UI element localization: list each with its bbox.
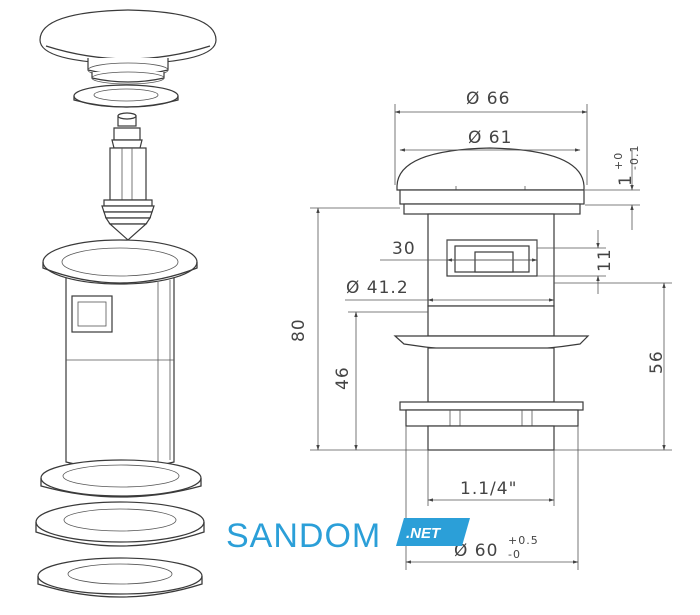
dim-tolerance-top-sub: -0.1 xyxy=(628,145,641,170)
section-view xyxy=(393,147,590,451)
seal-part xyxy=(35,501,205,547)
exploded-view xyxy=(35,9,217,598)
spindle-part xyxy=(101,112,155,241)
dim-height-46: 46 xyxy=(333,366,353,390)
watermark-suffix: .NET xyxy=(406,525,442,542)
dim-width-30: 30 xyxy=(392,239,416,259)
cap-part xyxy=(39,9,217,85)
watermark-badge xyxy=(396,518,470,546)
nut-part xyxy=(40,459,202,498)
dim-diameter-41: Ø 41.2 xyxy=(346,278,409,298)
dimension-lines xyxy=(310,104,672,570)
body-part xyxy=(42,239,198,470)
dimension-labels: Ø 66 Ø 61 1 +0 -0.1 30 Ø 41.2 11 80 46 5… xyxy=(289,89,667,561)
dim-height-56: 56 xyxy=(647,350,667,374)
dim-height-80: 80 xyxy=(289,318,309,342)
dim-diameter-61: Ø 61 xyxy=(468,128,512,148)
watermark-logo: SANDOM .NET xyxy=(226,517,470,555)
dim-diameter-60-sup: +0.5 xyxy=(508,534,539,547)
dim-tolerance-top-sup: +0 xyxy=(612,152,625,170)
dim-diameter-66: Ø 66 xyxy=(466,89,510,109)
washer-part xyxy=(73,84,179,108)
dim-tolerance-top: 1 xyxy=(616,174,636,186)
dim-height-11: 11 xyxy=(595,248,615,272)
bottom-ring-part xyxy=(37,557,203,598)
watermark-brand: SANDOM xyxy=(226,517,381,555)
dim-thread-size: 1.1/4" xyxy=(460,479,517,499)
dim-diameter-60-sub: -0 xyxy=(508,548,521,561)
dim-diameter-60: Ø 60 xyxy=(454,541,498,561)
